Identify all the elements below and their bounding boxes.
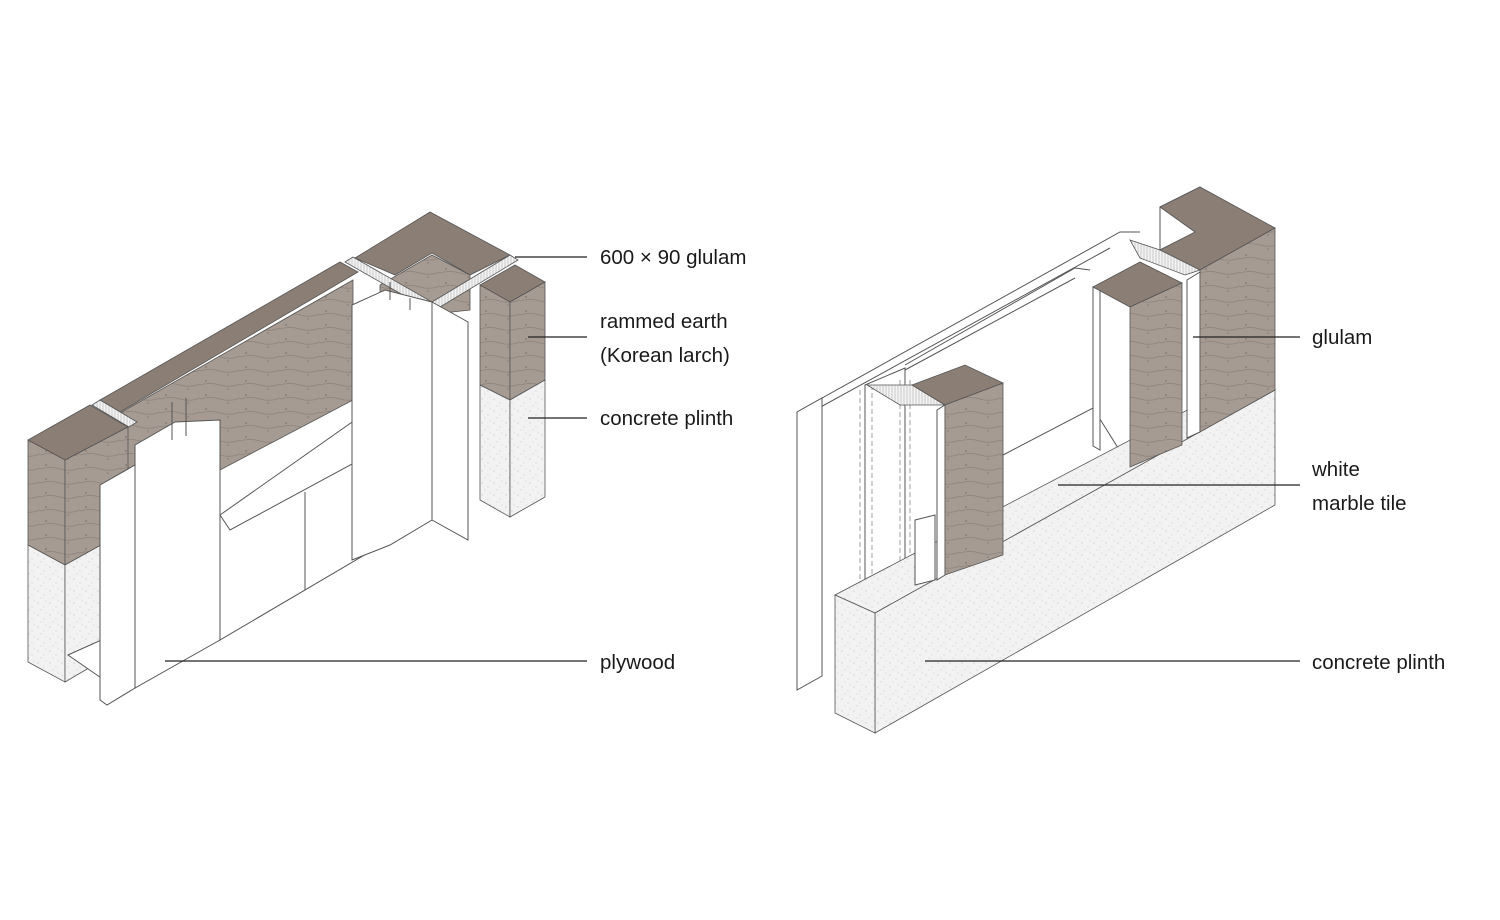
label-rammed-earth: rammed earth [600,310,728,333]
left-column-earth-face [27,439,66,566]
left-earth-column-face [944,382,1004,576]
plywood-column-panel-left [134,419,221,689]
plywood-fin-left [99,464,136,706]
left-column-concrete-face [27,544,66,683]
corner-slab-top [354,211,511,276]
plywood-column-panel-right [351,289,433,561]
right-column-earth-side [509,281,546,401]
middle-column-face [1129,282,1183,468]
glulam-left-column-strip [936,404,946,581]
steel-bracket [914,514,936,586]
left-wall-diagram [27,211,546,706]
right-column-concrete-side [509,379,546,518]
label-plywood: plywood [600,651,675,674]
right-column-earth-face [479,284,511,401]
label-concrete-plinth-left: concrete plinth [600,407,733,430]
concrete-plinth-end [834,594,876,734]
middle-column-side [1092,286,1101,451]
right-column-concrete-face [479,384,511,518]
plywood-panel [796,397,823,691]
glulam-right-joint [1129,239,1202,276]
label-glulam-600x90: 600 × 90 glulam [600,246,746,269]
label-glulam: glulam [1312,326,1372,349]
plywood-fin-right [431,301,469,541]
glulam-joint-left [91,399,138,428]
label-marble-tile: marble tile [1312,492,1407,515]
label-white: white [1311,458,1360,481]
label-concrete-plinth-right: concrete plinth [1312,651,1445,674]
right-column-face [1199,227,1276,433]
right-wall-diagram [796,186,1277,734]
glulam-strip [1186,271,1201,439]
top-frame-line [796,231,1140,413]
label-korean-larch: (Korean larch) [600,344,730,367]
